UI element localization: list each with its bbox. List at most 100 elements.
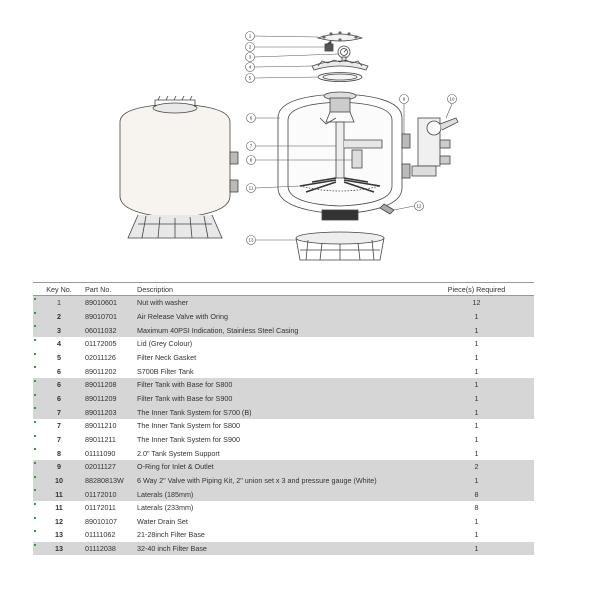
cell-description: 32-40 inch Filter Base xyxy=(135,541,417,556)
cell-part-no: 89011209 xyxy=(83,391,135,406)
callout-8: 8 xyxy=(250,158,253,163)
cell-description: The Inner Tank System for S900 xyxy=(137,434,240,444)
cell-pieces-required: 1 xyxy=(417,309,534,324)
row-marker xyxy=(34,393,36,396)
callout-circles xyxy=(245,31,457,245)
header-part-no: Part No. xyxy=(83,282,135,296)
cell-key-no: 9 xyxy=(33,459,83,474)
nut-with-washer-part xyxy=(316,31,364,42)
cell-pieces-required: 1 xyxy=(474,434,479,444)
cell-pieces-required: 1 xyxy=(417,377,534,392)
cell-description: Lid (Grey Colour) xyxy=(137,339,193,349)
header-pieces-required: Piece(s) Required xyxy=(417,282,534,296)
callout-3: 3 xyxy=(249,55,252,60)
cell-description: O-Ring for Inlet & Outlet xyxy=(135,459,417,474)
cell-description: The Inner Tank System for S700 (B) xyxy=(135,405,417,419)
header-description: Description xyxy=(135,282,417,296)
cell-pieces-required: 1 xyxy=(474,516,479,526)
cell-part-no: 01172011 xyxy=(85,503,116,513)
cell-part-no: 01111062 xyxy=(85,530,116,540)
cell-pieces-required: 1 xyxy=(474,366,479,376)
row-marker xyxy=(34,407,36,410)
header-key-no: Key No. xyxy=(33,282,83,296)
cell-key-no: 13 xyxy=(33,528,83,542)
cell-pieces-required: 1 xyxy=(417,405,534,419)
lid-part xyxy=(311,59,369,71)
row-marker xyxy=(34,311,36,314)
cell-part-no: 02011126 xyxy=(85,352,116,362)
callout-markers xyxy=(254,35,453,241)
cell-description: Air Release Valve with Oring xyxy=(135,309,417,324)
six-way-valve-part xyxy=(411,117,459,177)
cell-key-no: 13 xyxy=(33,541,83,556)
cell-pieces-required: 2 xyxy=(417,459,534,474)
cell-key-no: 7 xyxy=(33,433,83,447)
callout-12: 12 xyxy=(416,204,422,209)
row-marker xyxy=(34,434,36,437)
cell-part-no: 01112038 xyxy=(83,541,135,556)
cell-key-no: 12 xyxy=(33,515,83,529)
row-marker xyxy=(34,379,36,382)
cell-part-no: 89011211 xyxy=(85,434,116,444)
cell-pieces-required: 1 xyxy=(417,473,534,488)
cell-part-no: 89011210 xyxy=(85,421,117,431)
row-marker xyxy=(34,298,36,300)
row-marker xyxy=(34,338,36,341)
cell-part-no: 89011203 xyxy=(83,405,135,419)
row-marker xyxy=(34,530,36,533)
callout-1: 1 xyxy=(249,34,252,39)
cell-pieces-required: 1 xyxy=(417,541,534,556)
cell-key-no: 11 xyxy=(33,487,83,501)
row-marker xyxy=(34,543,36,546)
cell-part-no: 01111090 xyxy=(85,448,116,458)
cell-description: 21-28inch Filter Base xyxy=(137,530,205,540)
cell-key-no: 6 xyxy=(33,377,83,392)
row-marker xyxy=(34,352,36,355)
cell-key-no: 1 xyxy=(33,295,83,310)
cell-part-no: 89011208 xyxy=(83,377,135,392)
filter-base-part xyxy=(295,231,385,261)
cell-part-no: 06011032 xyxy=(83,323,135,337)
row-marker xyxy=(34,516,36,519)
cell-key-no: 10 xyxy=(33,473,83,488)
cell-pieces-required: 1 xyxy=(474,530,479,540)
cell-part-no: 01172005 xyxy=(85,339,117,349)
cell-description: Filter Neck Gasket xyxy=(137,352,197,362)
cell-key-no: 6 xyxy=(33,364,83,378)
cell-pieces-required: 1 xyxy=(474,339,479,349)
callout-5: 5 xyxy=(249,76,252,81)
cell-pieces-required: 12 xyxy=(417,295,534,310)
cell-part-no: 02011127 xyxy=(83,459,135,474)
cell-key-no: 11 xyxy=(33,501,83,515)
cell-description: Nut with washer xyxy=(135,295,417,310)
cell-description: The Inner Tank System for S800 xyxy=(137,421,240,431)
callout-2: 2 xyxy=(249,45,252,50)
cell-description: 2.0" Tank System Support xyxy=(137,448,220,458)
cell-key-no: 8 xyxy=(33,446,83,460)
cell-part-no: 89010701 xyxy=(83,309,135,324)
row-marker xyxy=(34,461,36,464)
cell-key-no: 7 xyxy=(33,405,83,419)
filter-tank-exterior xyxy=(119,95,239,239)
cell-description: Laterals (185mm) xyxy=(135,487,417,501)
cell-key-no: 2 xyxy=(33,309,83,324)
cell-description: Filter Tank with Base for S800 xyxy=(135,377,417,392)
cell-key-no: 7 xyxy=(33,419,83,433)
cell-pieces-required: 8 xyxy=(417,487,534,501)
pressure-gauge-part xyxy=(337,45,351,62)
cell-part-no: 89011202 xyxy=(85,366,117,376)
